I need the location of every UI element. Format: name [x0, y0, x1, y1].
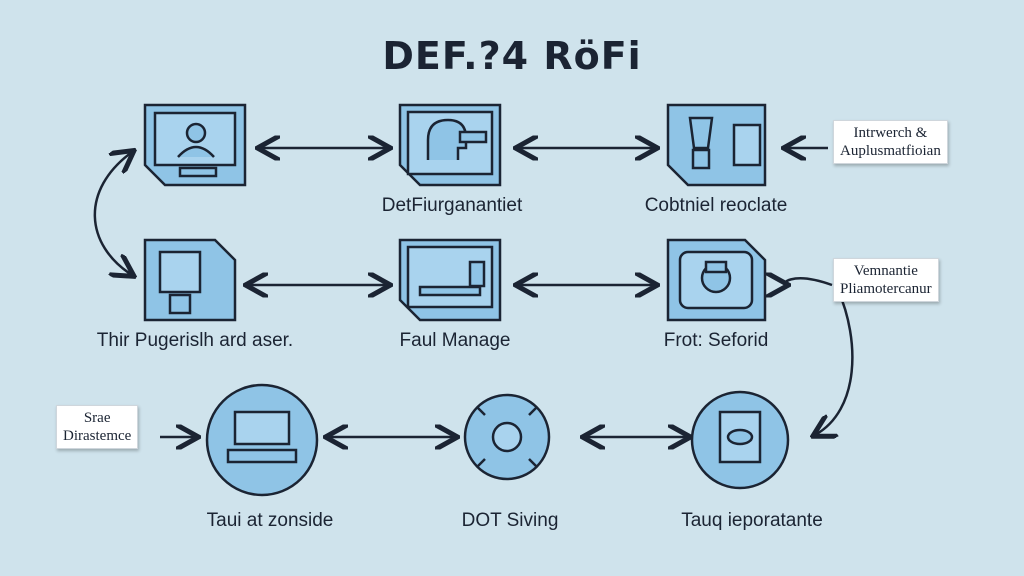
node-label: Faul Manage — [399, 330, 511, 351]
node-label: Taui at zonside — [206, 510, 334, 531]
note-line: Pliamotercanur — [840, 281, 932, 297]
user-document-icon — [143, 103, 247, 187]
note-box: Intrwerch & Auplusmatfioian — [833, 120, 948, 164]
note-line: Srae — [83, 410, 111, 426]
connector-arrow — [93, 152, 132, 275]
connector-arrow — [784, 278, 833, 285]
machine-document-icon — [398, 238, 502, 322]
note-line: Auplusmatfioian — [840, 143, 941, 159]
head-document-icon — [398, 103, 502, 187]
laptop-circle-icon — [205, 383, 319, 497]
node-label: Tauq ieporatante — [681, 510, 823, 531]
node-label: DOT Siving — [461, 510, 559, 531]
trophy-document-icon — [666, 103, 767, 187]
node-label: Thir Pugerislh ard aser. — [96, 330, 294, 351]
robot-document-icon — [666, 238, 767, 322]
node-label: DetFiurganantiet — [381, 195, 523, 216]
note-line: Vemnantie — [853, 263, 918, 279]
device-document-icon — [143, 238, 237, 322]
safe-circle-icon — [690, 390, 790, 490]
note-line: Dirastemce — [63, 428, 132, 444]
diagram-title: DEF.?4 RöFi — [382, 34, 642, 78]
connector-arrow — [815, 289, 854, 435]
node-label: Cobtniel reoclate — [644, 195, 788, 216]
node-label: Frot: Seforid — [663, 330, 769, 351]
note-line: Intrwerch & — [853, 125, 928, 141]
gear-circle-icon — [463, 393, 551, 481]
